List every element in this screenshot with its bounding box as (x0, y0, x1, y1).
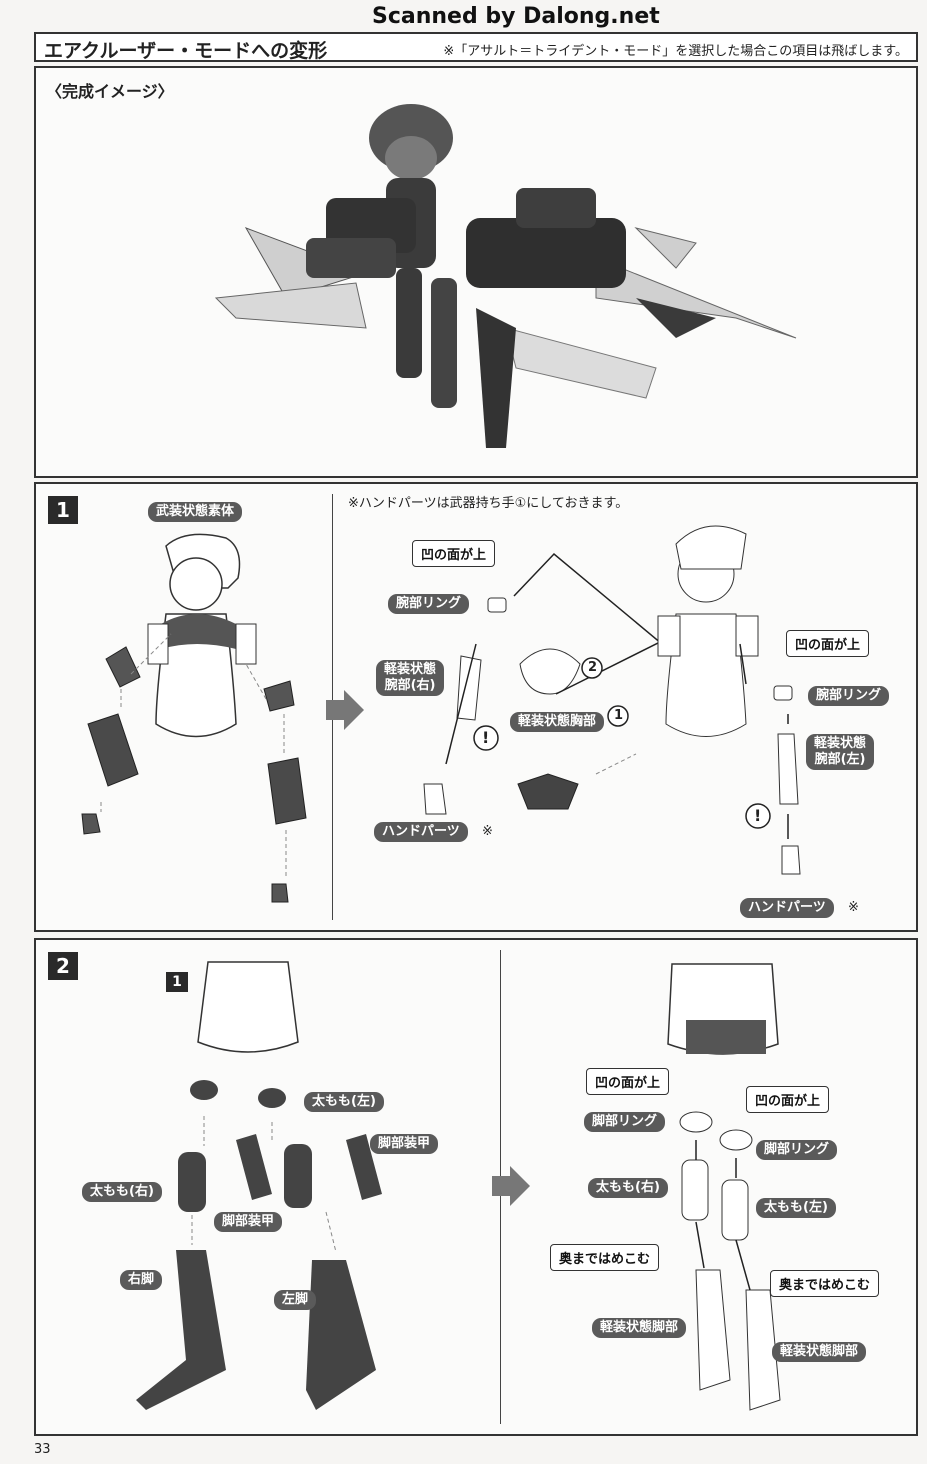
step-arrow (326, 690, 364, 730)
light-leg-tag: 軽装状態脚部 (772, 1342, 867, 1362)
leg-armor-tag: 脚部装甲 (370, 1134, 439, 1154)
watermark: Scanned by Dalong.net (372, 4, 660, 29)
arm-ring-tag: 腕部リング (808, 686, 890, 706)
concave-up-callout: 凹の面が上 (786, 630, 870, 657)
leg-ring-tag: 脚部リング (756, 1140, 838, 1160)
right-leg-tag: 右脚 (120, 1270, 163, 1290)
step-number: 2 (48, 952, 78, 980)
step-1-panel: 1 武装状態素体 ※ハンドパーツは武器持ち手①にしておきます。 (34, 482, 918, 932)
order-marker-2: 2 (588, 660, 598, 675)
tag-line: 腕部(右) (384, 678, 436, 693)
step-arrow (492, 1166, 530, 1206)
leg-ring-tag: 脚部リング (584, 1112, 666, 1132)
step-number: 1 (48, 496, 78, 524)
leg-disassembly-illustration (136, 961, 781, 1411)
leg-armor-tag: 脚部装甲 (214, 1212, 283, 1232)
warning-icon: ! (754, 806, 762, 825)
order-marker-1: 1 (614, 708, 624, 723)
left-leg-tag: 左脚 (274, 1290, 317, 1310)
arm-ring-tag: 腕部リング (388, 594, 470, 614)
section-header: エアクルーザー・モードへの変形 ※「アサルト＝トライデント・モード」を選択した場… (34, 32, 918, 62)
light-chest-tag: 軽装状態胸部 (510, 712, 605, 732)
arm-assembly-illustration (423, 525, 801, 875)
completed-image-label: 〈完成イメージ〉 (46, 82, 174, 101)
insert-fully-callout: 奥まではめこむ (770, 1270, 880, 1297)
thigh-right-tag: 太もも(右) (82, 1182, 162, 1202)
tag-line: 軽装状態 (384, 662, 437, 677)
light-arm-right-tag: 軽装状態 腕部(右) (376, 660, 445, 696)
completed-image-panel: 〈完成イメージ〉 (34, 66, 918, 478)
thigh-left-tag: 太もも(左) (756, 1198, 836, 1218)
insert-fully-callout: 奥まではめこむ (550, 1244, 660, 1271)
sub-step-1: 1 (166, 972, 188, 992)
skip-note: ※「アサルト＝トライデント・モード」を選択した場合この項目は飛ばします。 (443, 44, 908, 59)
light-leg-tag: 軽装状態脚部 (592, 1318, 687, 1338)
section-title: エアクルーザー・モードへの変形 (44, 40, 328, 62)
hand-note-mark: ※ (848, 900, 859, 915)
armed-body-illustration (81, 533, 307, 903)
concave-up-callout: 凹の面が上 (412, 540, 496, 567)
tag-line: 腕部(左) (814, 752, 866, 767)
hand-parts-tag: ハンドパーツ (740, 898, 834, 918)
concave-up-callout: 凹の面が上 (586, 1068, 670, 1095)
light-arm-left-tag: 軽装状態 腕部(左) (806, 734, 875, 770)
thigh-right-tag: 太もも(右) (588, 1178, 668, 1198)
hand-note-mark: ※ (482, 824, 493, 839)
hand-parts-tag: ハンドパーツ (374, 822, 468, 842)
completed-figure-illustration (214, 104, 797, 448)
warning-icon: ! (482, 728, 490, 747)
hand-note: ※ハンドパーツは武器持ち手①にしておきます。 (348, 496, 629, 511)
step-2-panel: 2 1 太もも(左) 脚部装甲 太もも(右) 脚部装甲 右脚 左脚 凹 (34, 938, 918, 1436)
concave-up-callout: 凹の面が上 (746, 1086, 830, 1113)
thigh-left-tag: 太もも(左) (304, 1092, 384, 1112)
armed-body-tag: 武装状態素体 (148, 502, 243, 522)
page-number: 33 (34, 1442, 51, 1457)
tag-line: 軽装状態 (814, 736, 867, 751)
